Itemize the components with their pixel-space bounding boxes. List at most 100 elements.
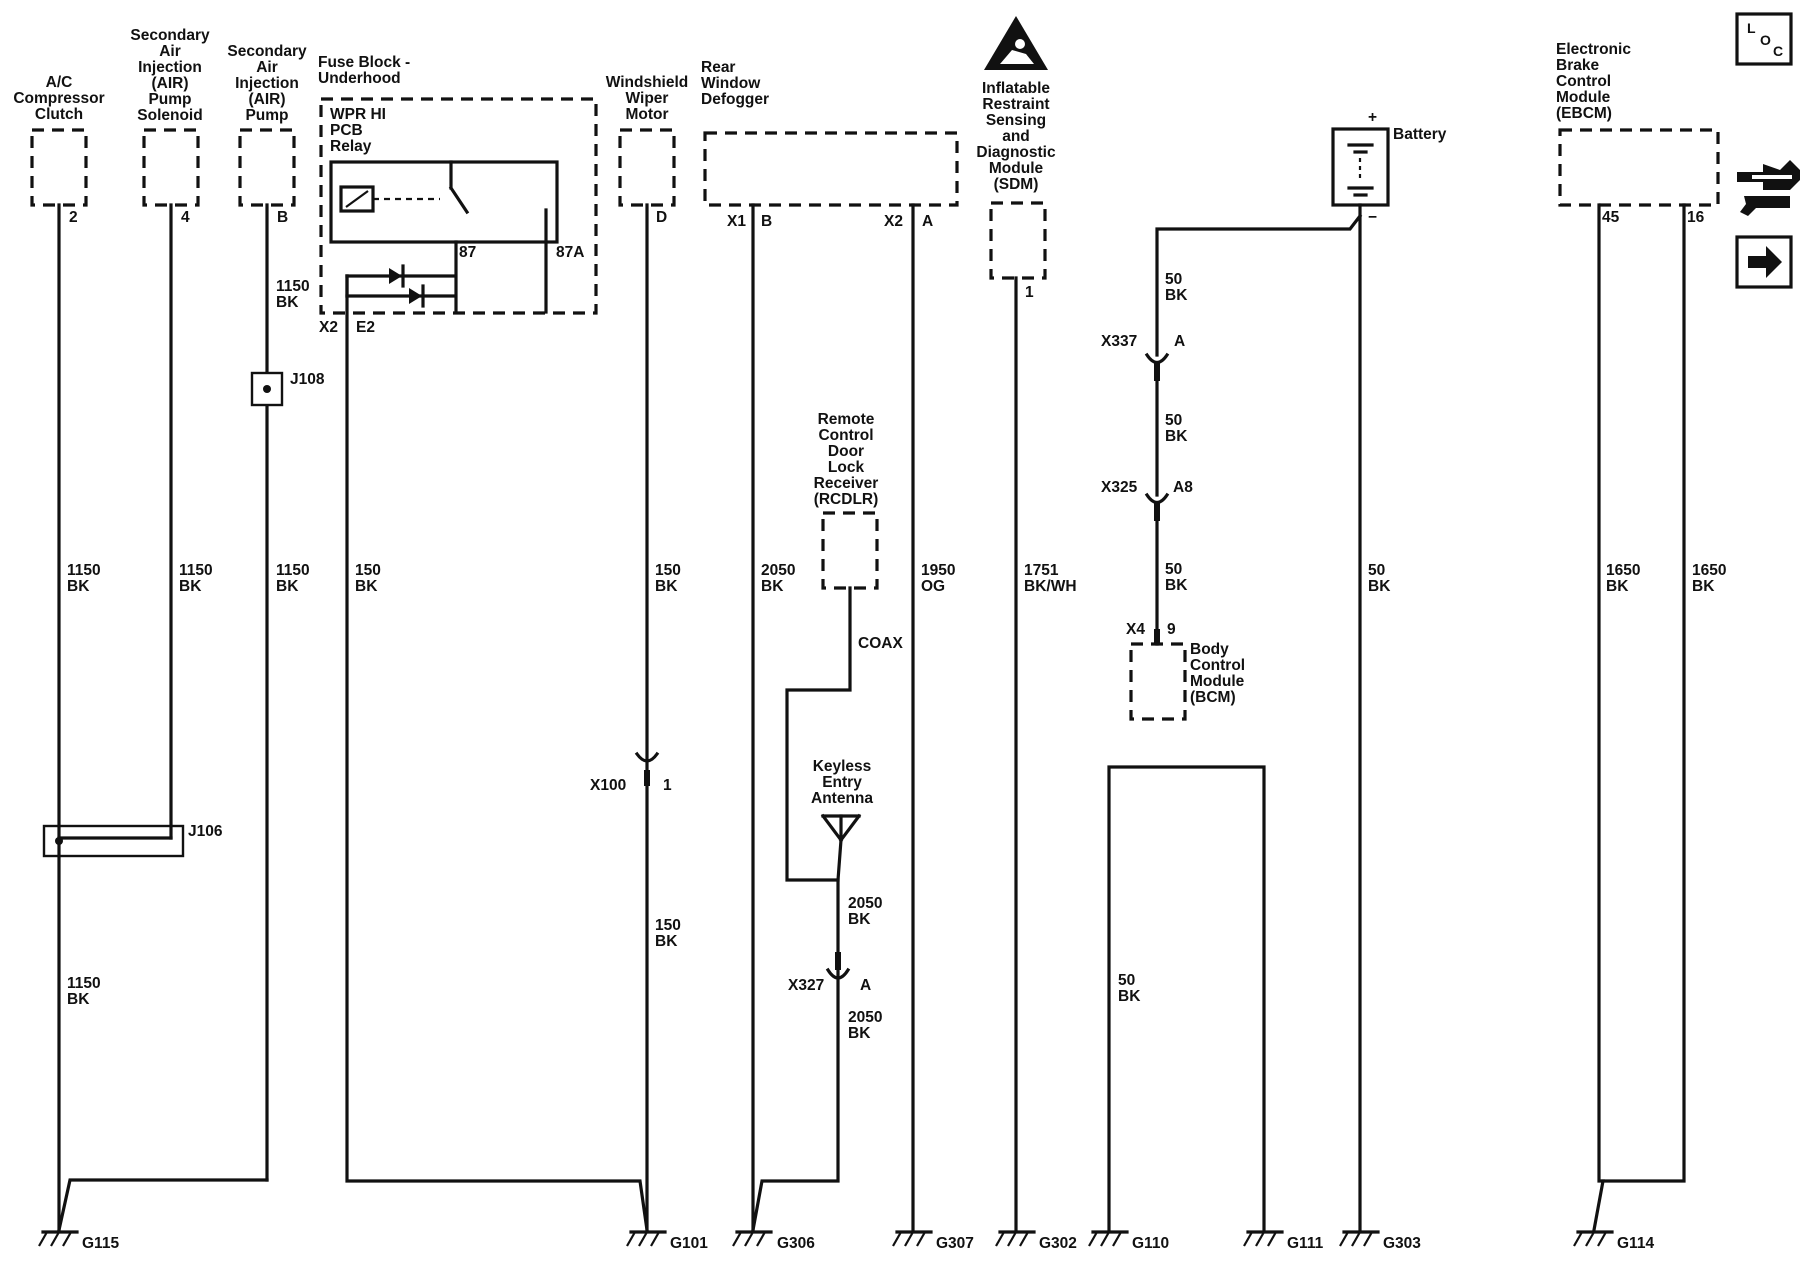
label-x100: X100 <box>590 777 626 794</box>
ground-g111: G111 <box>1287 1235 1324 1252</box>
ground-g110: G110 <box>1132 1235 1169 1252</box>
pin-defog-b: B <box>761 213 772 230</box>
ground-g303: G303 <box>1383 1235 1421 1252</box>
ground-g307: G307 <box>936 1235 974 1252</box>
ground-symbol-g307 <box>892 1230 933 1247</box>
label-x337: X337 <box>1101 333 1137 350</box>
ground-symbol-g115 <box>38 1230 79 1247</box>
splice-j106 <box>42 824 185 858</box>
pin-wiper-motor: D <box>656 209 667 226</box>
pin-bcm: 9 <box>1167 621 1176 638</box>
ground-symbol-g111 <box>1243 1230 1284 1247</box>
wire-battery-bcm <box>1155 213 1363 357</box>
pin-bcm-conn: X4 <box>1126 621 1145 638</box>
sdm-box <box>989 201 1047 280</box>
label-x327: X327 <box>788 977 824 994</box>
relay-symbol <box>329 160 559 314</box>
pin-ebcm-16: 16 <box>1687 209 1705 226</box>
battery-icon <box>1347 143 1374 197</box>
pin-air-solenoid: 4 <box>181 209 190 226</box>
ground-symbol-g306 <box>732 1230 773 1247</box>
label-fuse-block: Fuse Block -Underhood <box>318 54 410 87</box>
label-x325-pin: A8 <box>1173 479 1193 496</box>
ground-symbol-g302 <box>995 1230 1036 1247</box>
ground-g101: G101 <box>670 1235 708 1252</box>
ground-symbol-g303 <box>1339 1230 1380 1247</box>
ac-clutch-box <box>30 128 88 207</box>
next-arrow-icon[interactable] <box>1735 235 1793 289</box>
antenna-symbol <box>820 813 862 843</box>
label-x327-pin: A <box>860 977 871 994</box>
connector-end-view-icon[interactable] <box>1737 160 1800 216</box>
connector-x325 <box>1144 492 1170 505</box>
ground-symbol-g101 <box>626 1230 667 1247</box>
label-x325: X325 <box>1101 479 1138 496</box>
air-pump-box <box>238 128 296 207</box>
pin-air-pump: B <box>277 209 288 226</box>
pin-fuse-conn: X2 <box>319 319 338 336</box>
pin-ebcm-45: 45 <box>1602 209 1620 226</box>
pin-ac-clutch: 2 <box>69 209 78 226</box>
pin-defog-x2: X2 <box>884 213 903 230</box>
connector-x337 <box>1144 352 1170 365</box>
label-coax: COAX <box>858 635 903 652</box>
connector-x100 <box>634 751 660 763</box>
defogger-box <box>703 131 959 207</box>
ground-g302: G302 <box>1039 1235 1077 1252</box>
pin-defog-a: A <box>922 213 933 230</box>
wire-fuse-150 <box>345 274 649 1232</box>
bcm-box <box>1129 642 1187 721</box>
ebcm-box <box>1558 128 1720 207</box>
battery-minus: − <box>1368 209 1377 226</box>
ground-g115: G115 <box>82 1235 119 1252</box>
connector-x327 <box>825 967 851 980</box>
label-x337-pin: A <box>1174 333 1185 350</box>
wire-coax <box>785 586 852 882</box>
pin-defog-x1: X1 <box>727 213 746 230</box>
ground-g306: G306 <box>777 1235 815 1252</box>
air-solenoid-box <box>142 128 200 207</box>
wire-g110-g111 <box>1107 765 1266 1232</box>
ground-g114: G114 <box>1617 1235 1654 1252</box>
fuse-block-box <box>319 97 598 315</box>
battery-plus: + <box>1368 109 1377 126</box>
loc-icon[interactable]: L O C <box>1735 12 1793 66</box>
wire-ebcm-16 <box>1601 203 1686 1183</box>
loc-c: C <box>1773 43 1783 59</box>
ground-symbol-g114 <box>1573 1230 1614 1247</box>
ground-symbol-g110 <box>1088 1230 1129 1247</box>
label-j106: J106 <box>188 823 223 840</box>
wire-antenna <box>836 838 843 977</box>
loc-o: O <box>1760 32 1771 48</box>
loc-l: L <box>1747 20 1756 36</box>
pin-fuse: E2 <box>356 319 375 336</box>
